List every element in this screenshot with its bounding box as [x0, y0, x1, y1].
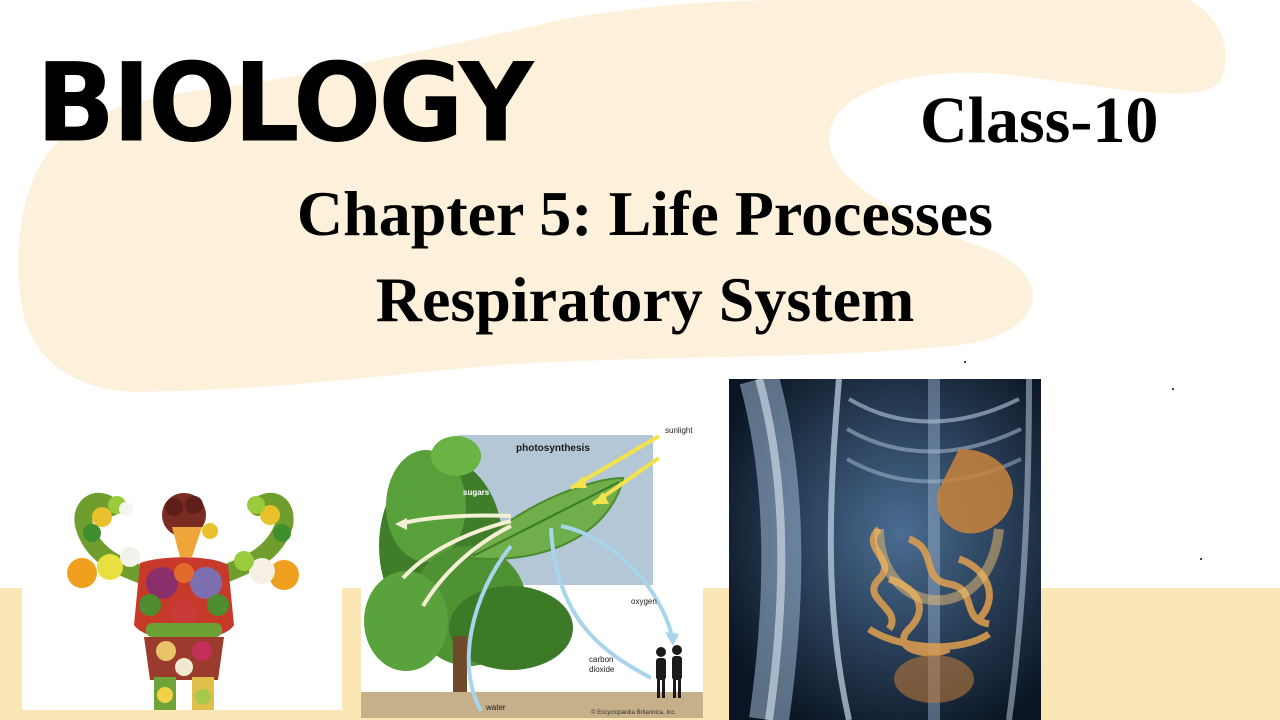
- vegetable-body-figure-icon: [67, 492, 299, 710]
- photosynthesis-image: photosynthesis sunlight sugars oxygen ca…: [361, 396, 703, 718]
- water-label: water: [485, 703, 506, 712]
- digestive-system-xray-icon: [729, 379, 1041, 720]
- body-xray-image: [729, 379, 1041, 720]
- dioxide-label: dioxide: [589, 665, 615, 674]
- photosynthesis-label: photosynthesis: [516, 443, 590, 454]
- decor-dot: [1172, 388, 1174, 390]
- oxygen-label: oxygen: [631, 597, 657, 606]
- vegetable-body-image: [22, 445, 342, 710]
- subject-title: BIOLOGY: [36, 38, 534, 167]
- topic-title: Respiratory System: [375, 264, 915, 335]
- decor-dot: [1200, 558, 1202, 560]
- leaf-icon: [467, 476, 625, 560]
- decor-dot: [964, 361, 966, 363]
- chapter-title: Chapter 5: Life Processes: [296, 178, 994, 249]
- sugars-label: sugars: [463, 488, 490, 497]
- people-silhouette-icon: [656, 645, 682, 698]
- carbon-label: carbon: [589, 655, 613, 664]
- class-label: Class-10: [920, 84, 1159, 157]
- tree-icon: [364, 436, 573, 694]
- photosynthesis-diagram: photosynthesis sunlight sugars oxygen ca…: [361, 396, 703, 718]
- sunlight-label: sunlight: [665, 426, 693, 435]
- credit-label: © Encyclopædia Britannica, Inc.: [591, 709, 676, 716]
